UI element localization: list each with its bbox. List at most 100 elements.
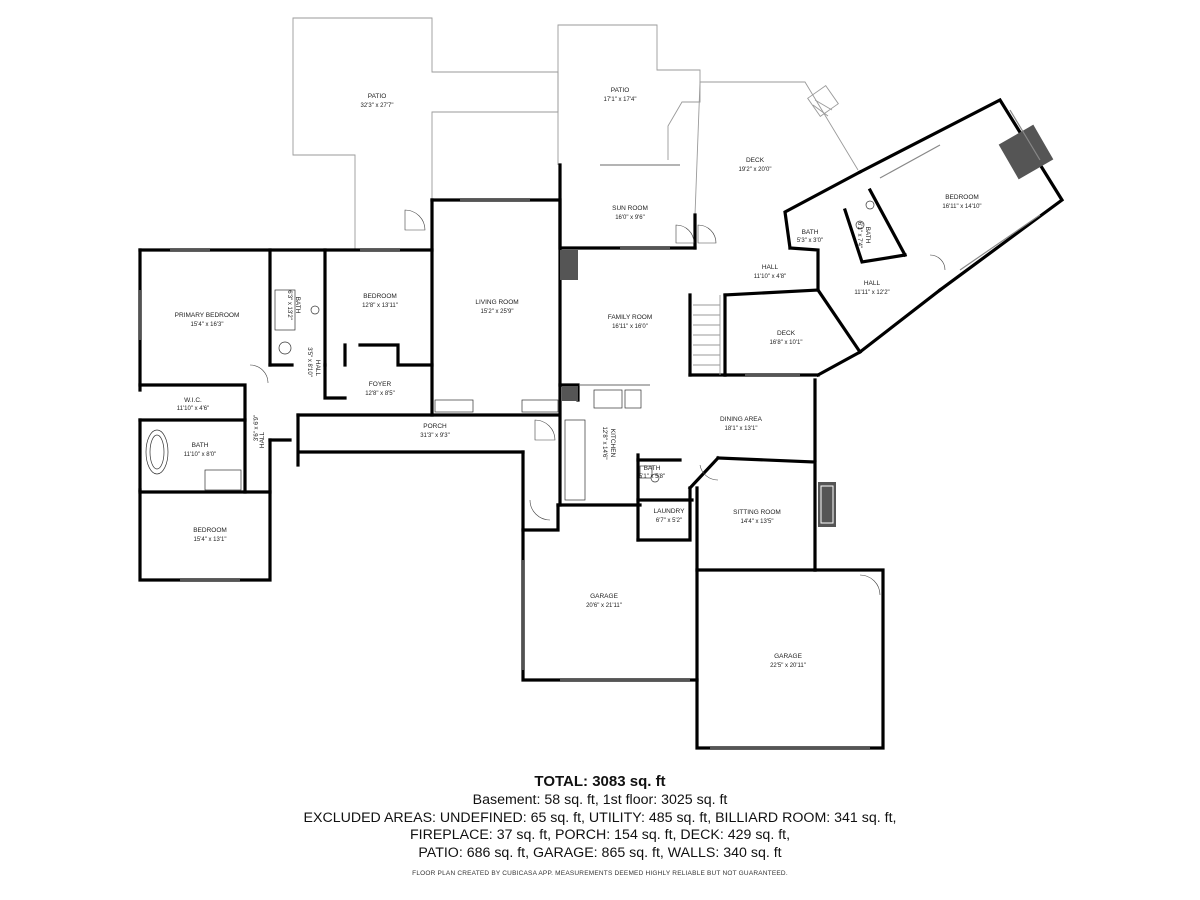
room-patio-right: PATIO 17'1" x 17'4"	[604, 87, 637, 103]
room-living-room: LIVING ROOM 15'2" x 25'9"	[475, 299, 518, 315]
svg-text:PATIO: PATIO	[611, 87, 630, 94]
svg-text:19'2" x 20'0": 19'2" x 20'0"	[739, 167, 772, 173]
floor-areas: Basement: 58 sq. ft, 1st floor: 3025 sq.…	[472, 792, 728, 808]
svg-text:GARAGE: GARAGE	[590, 593, 618, 600]
svg-text:18'1" x 13'1": 18'1" x 13'1"	[725, 426, 758, 432]
svg-text:11'11" x 12'2": 11'11" x 12'2"	[854, 290, 889, 296]
svg-text:SUN ROOM: SUN ROOM	[612, 205, 648, 212]
svg-text:BATH: BATH	[644, 465, 661, 472]
svg-text:LIVING ROOM: LIVING ROOM	[475, 299, 518, 306]
svg-text:HALL: HALL	[864, 280, 881, 287]
fireplaces	[560, 124, 1054, 527]
deck-top-outline	[694, 81, 859, 216]
svg-text:16'11" x 16'0": 16'11" x 16'0"	[612, 324, 648, 330]
svg-text:14'4" x 13'5": 14'4" x 13'5"	[741, 519, 774, 525]
excluded-areas-line-2: FIREPLACE: 37 sq. ft, PORCH: 154 sq. ft,…	[409, 827, 791, 844]
total-area: TOTAL: 3083 sq. ft	[534, 773, 666, 790]
room-hall-small: HALL 3'5" x 8'10"	[306, 347, 321, 377]
patio-right-outline	[557, 24, 701, 165]
svg-text:BEDROOM: BEDROOM	[193, 527, 227, 534]
svg-text:DECK: DECK	[746, 157, 765, 164]
room-hall-ne: HALL 11'11" x 12'2"	[854, 280, 889, 296]
svg-text:GARAGE: GARAGE	[774, 653, 802, 660]
svg-text:DINING AREA: DINING AREA	[720, 416, 763, 423]
svg-text:11'10" x 4'8": 11'10" x 4'8"	[754, 274, 786, 280]
room-primary-bedroom: PRIMARY BEDROOM 15'4" x 16'3"	[175, 312, 240, 328]
svg-text:PORCH: PORCH	[423, 423, 447, 430]
svg-text:31'3" x 9'3": 31'3" x 9'3"	[420, 433, 450, 439]
svg-text:6'7" x 5'2": 6'7" x 5'2"	[656, 518, 682, 524]
svg-text:22'5" x 20'11": 22'5" x 20'11"	[770, 663, 806, 669]
room-deck-top: DECK 19'2" x 20'0"	[739, 157, 772, 173]
svg-text:16'11" x 14'10": 16'11" x 14'10"	[942, 204, 981, 210]
room-bath-sw: BATH 11'10" x 8'0"	[184, 442, 216, 458]
svg-text:11'10" x 8'0": 11'10" x 8'0"	[184, 452, 216, 458]
floor-plan: PATIO 32'3" x 27'7" PATIO 17'1" x 17'4" …	[138, 17, 1065, 750]
room-patio-left: PATIO 32'3" x 27'7"	[361, 93, 394, 109]
svg-text:12'8" x 13'11": 12'8" x 13'11"	[362, 303, 398, 309]
room-garage-1: GARAGE 20'6" x 21'11"	[586, 593, 622, 609]
door-swings	[249, 209, 946, 596]
svg-text:3'5" x 8'10": 3'5" x 8'10"	[306, 347, 312, 377]
svg-text:15'4" x 16'3": 15'4" x 16'3"	[191, 322, 224, 328]
svg-text:PATIO: PATIO	[368, 93, 387, 100]
room-hall-mid: HALL 11'10" x 4'8"	[754, 264, 786, 280]
excluded-areas-line-1: EXCLUDED AREAS: UNDEFINED: 65 sq. ft, UT…	[303, 809, 897, 826]
room-sitting-room: SITTING ROOM 14'4" x 13'5"	[733, 509, 781, 525]
room-laundry: LAUNDRY 6'7" x 5'2"	[654, 508, 686, 524]
room-sun-room: SUN ROOM 16'0" x 9'6"	[612, 205, 648, 221]
credit-note: FLOOR PLAN CREATED BY CUBICASA APP. MEAS…	[412, 870, 788, 877]
exterior-walls	[138, 97, 1065, 750]
svg-text:5'3" x 3'0": 5'3" x 3'0"	[797, 238, 823, 244]
room-garage-2: GARAGE 22'5" x 20'11"	[770, 653, 806, 669]
svg-text:W.I.C.: W.I.C.	[184, 397, 202, 404]
svg-text:6'1" x 7'4": 6'1" x 7'4"	[856, 222, 862, 248]
svg-text:PRIMARY BEDROOM: PRIMARY BEDROOM	[175, 312, 240, 319]
stairs	[693, 295, 721, 375]
svg-text:BATH: BATH	[294, 297, 301, 314]
room-bedroom-ne: BEDROOM 16'11" x 14'10"	[942, 194, 981, 210]
room-kitchen: KITCHEN 12'8" x 14'6"	[601, 427, 616, 460]
fixtures	[145, 200, 875, 501]
svg-text:5'1" x 5'8": 5'1" x 5'8"	[639, 474, 665, 480]
svg-text:HALL: HALL	[259, 431, 266, 448]
svg-text:FOYER: FOYER	[369, 381, 392, 388]
room-bedroom-sw: BEDROOM 15'4" x 13'1"	[193, 527, 227, 543]
svg-text:DECK: DECK	[777, 330, 796, 337]
room-wic: W.I.C. 11'10" x 4'6"	[177, 397, 209, 412]
svg-text:16'8" x 10'1": 16'8" x 10'1"	[770, 340, 803, 346]
svg-text:HALL: HALL	[314, 360, 321, 377]
svg-text:12'8" x 8'5": 12'8" x 8'5"	[365, 391, 395, 397]
svg-text:BEDROOM: BEDROOM	[945, 194, 979, 201]
svg-text:12'8" x 14'6": 12'8" x 14'6"	[601, 427, 607, 460]
svg-text:BEDROOM: BEDROOM	[363, 293, 397, 300]
svg-text:6'3" x 13'2": 6'3" x 13'2"	[286, 290, 292, 320]
svg-text:16'0" x 9'6": 16'0" x 9'6"	[615, 215, 645, 221]
room-foyer: FOYER 12'8" x 8'5"	[365, 381, 395, 397]
svg-text:SITTING ROOM: SITTING ROOM	[733, 509, 781, 516]
svg-text:KITCHEN: KITCHEN	[609, 429, 616, 458]
svg-text:15'2" x 25'9": 15'2" x 25'9"	[481, 309, 514, 315]
area-summary: TOTAL: 3083 sq. ft Basement: 58 sq. ft, …	[0, 772, 1200, 862]
room-family-room: FAMILY ROOM 16'11" x 16'0"	[608, 314, 653, 330]
room-bath-ne1: BATH 5'3" x 3'0"	[797, 229, 823, 244]
excluded-areas-line-3: PATIO: 686 sq. ft, GARAGE: 865 sq. ft, W…	[418, 844, 782, 861]
svg-text:15'4" x 13'1": 15'4" x 13'1"	[194, 537, 227, 543]
patio-left-outline	[292, 17, 559, 250]
room-dining-area: DINING AREA 18'1" x 13'1"	[720, 416, 763, 432]
room-hall-tiny: HALL 3'6" x 6'9"	[254, 415, 266, 448]
room-bath-half: BATH 5'1" x 5'8"	[639, 465, 665, 480]
svg-text:LAUNDRY: LAUNDRY	[654, 508, 686, 515]
svg-text:BATH: BATH	[864, 227, 871, 244]
svg-text:32'3" x 27'7": 32'3" x 27'7"	[361, 103, 394, 109]
svg-text:BATH: BATH	[802, 229, 819, 236]
svg-text:FAMILY ROOM: FAMILY ROOM	[608, 314, 653, 321]
room-deck-mid: DECK 16'8" x 10'1"	[770, 330, 803, 346]
svg-text:17'1" x 17'4": 17'1" x 17'4"	[604, 97, 637, 103]
room-bath-ne2: BATH 6'1" x 7'4"	[856, 222, 871, 248]
svg-text:20'6" x 21'11": 20'6" x 21'11"	[586, 603, 622, 609]
windows	[139, 109, 1041, 749]
room-porch: PORCH 31'3" x 9'3"	[420, 423, 450, 439]
svg-text:HALL: HALL	[762, 264, 779, 271]
room-bath-primary: BATH 6'3" x 13'2"	[286, 290, 301, 320]
